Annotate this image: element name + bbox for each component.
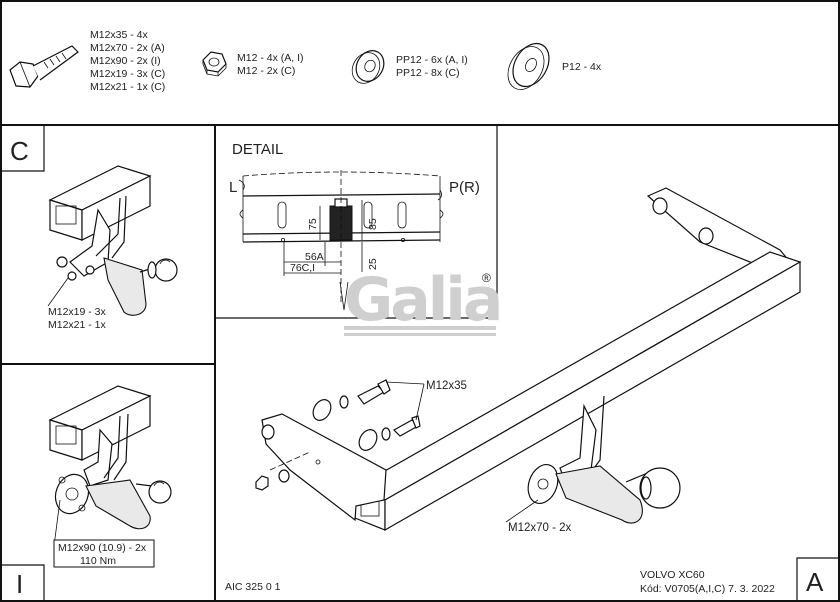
detail-code-a: 56A [305, 251, 324, 263]
galia-logo-text: Galia [344, 265, 500, 335]
galia-registered-mark: ® [482, 271, 491, 285]
bolt-sizes: M12x35 - 4x M12x70 - 2x (A) M12x90 - 2x … [90, 29, 165, 93]
panel-i-leader [53, 499, 61, 547]
bolt-size-4: M12x19 - 3x (C) [90, 68, 165, 80]
main-bolt-callout: M12x35 [426, 380, 467, 392]
panel-i-callout-2: 110 Nm [80, 555, 116, 567]
detail-section-drawing [238, 170, 444, 311]
plate-washer-icon [507, 42, 550, 90]
hitch-callout-leader [505, 499, 539, 523]
panel-c-letter: C [10, 136, 29, 166]
bolt-size-1: M12x35 - 4x [90, 29, 149, 41]
bolt-size-3: M12x90 - 2x (I) [90, 55, 161, 67]
bolt-callout-leader-2 [415, 383, 425, 421]
nut-icon [202, 51, 227, 77]
detail-box-border [215, 125, 498, 319]
panel-c-leader [47, 277, 69, 307]
vehicle-model: VOLVO XC60 [640, 569, 705, 581]
panel-a-label-box: A [796, 557, 839, 601]
detail-title: DETAIL [232, 141, 283, 158]
detail-left-label: L [229, 179, 237, 196]
bolt-icon [9, 45, 79, 88]
nut-size-2: M12 - 2x (C) [237, 65, 295, 77]
panel-c-hitch-illustration [48, 165, 178, 316]
washer-size-2: PP12 - 8x (C) [396, 67, 460, 79]
panel-c-callout-1: M12x19 - 3x [48, 306, 107, 318]
detail-right-label: P(R) [449, 179, 480, 196]
nut-size-1: M12 - 4x (A, I) [237, 52, 304, 64]
panel-i-letter: I [16, 569, 23, 599]
bolt-callout-leader [385, 381, 425, 385]
panel-c-callout-2: M12x21 - 1x [48, 319, 107, 331]
detail-code-ci: 76C,I [290, 262, 315, 274]
panel-i-hitch-illustration [48, 385, 172, 530]
washer-size-1: PP12 - 6x (A, I) [396, 54, 468, 66]
panel-i-callout-box [53, 539, 155, 568]
panel-c-label-box: C [1, 125, 45, 172]
plate-washer-size: P12 - 4x [562, 61, 602, 73]
main-hitch-callout: M12x70 - 2x [508, 522, 572, 534]
product-code-date: Kód: V0705(A,I,C) 7. 3. 2022 [640, 583, 775, 595]
detail-dim-75: 75 [307, 218, 319, 230]
panel-a-letter: A [806, 567, 824, 597]
washer-icon [351, 50, 385, 84]
bolt-size-5: M12x21 - 1x (C) [90, 81, 165, 93]
detail-dim-25: 25 [367, 258, 379, 270]
galia-logo: Galia ® [344, 265, 503, 336]
bolt-size-2: M12x70 - 2x (A) [90, 42, 165, 54]
main-hitch-assembly [255, 187, 802, 532]
drawing-number: AIC 325 0 1 [225, 581, 281, 593]
panel-i-callout-1: M12x90 (10.9) - 2x [58, 542, 147, 554]
panel-i-label-box: I [1, 564, 45, 601]
detail-dim-85: 85 [367, 218, 379, 230]
